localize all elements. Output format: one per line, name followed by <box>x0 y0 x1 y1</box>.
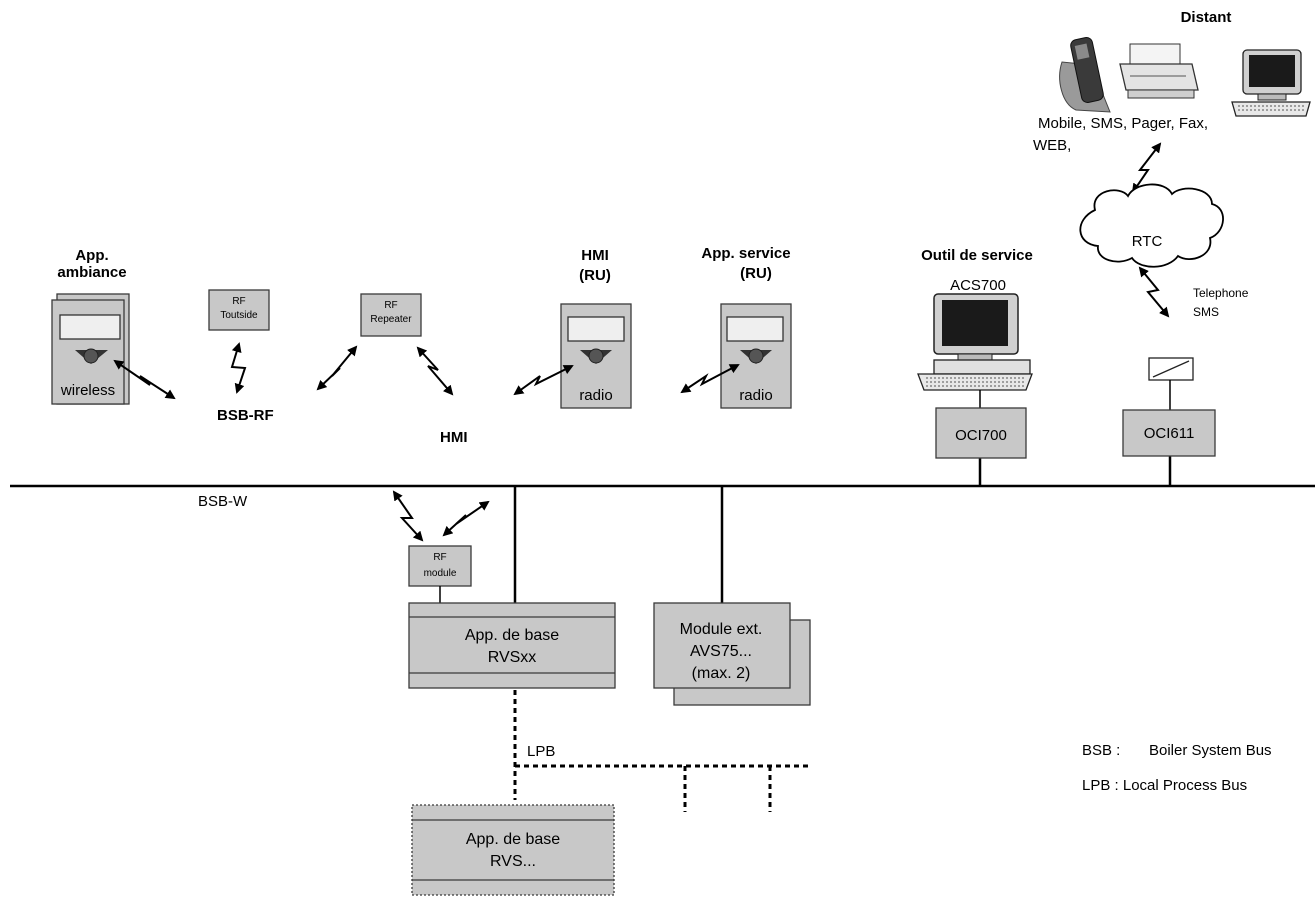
hmi-radio-label: radio <box>579 387 612 404</box>
outil-service-label: Outil de service <box>921 247 1033 264</box>
sms-label: SMS <box>1193 305 1219 319</box>
bsb-w-label: BSB-W <box>198 493 248 510</box>
service-radio-label: radio <box>739 387 772 404</box>
oci611-device: OCI611 <box>1122 357 1216 457</box>
legend-lpb: LPB : Local Process Bus <box>1082 777 1247 794</box>
hmi-ru-device: HMI (RU) radio <box>560 247 632 409</box>
svg-text:(max. 2): (max. 2) <box>692 665 751 682</box>
rf-repeater-device: RF Repeater <box>360 293 422 337</box>
module-ext-device: Module ext. AVS75... (max. 2) <box>653 602 811 706</box>
svg-text:App. service: App. service <box>701 245 790 262</box>
lpb-label: LPB <box>527 743 555 760</box>
svg-text:(RU): (RU) <box>740 265 772 282</box>
legend-bsb-abbr: BSB : <box>1082 742 1120 759</box>
fax-printer-icon <box>1119 43 1199 99</box>
cloud-icon <box>1079 183 1224 268</box>
svg-text:RF: RF <box>384 300 397 311</box>
svg-text:App. de base: App. de base <box>466 831 560 848</box>
svg-text:AVS75...: AVS75... <box>690 643 752 660</box>
wireless-link-icon <box>113 142 1170 542</box>
distant-label: Distant <box>1181 9 1232 26</box>
svg-text:(RU): (RU) <box>579 267 611 284</box>
remote-channels-label: Mobile, SMS, Pager, Fax, <box>1038 115 1208 132</box>
app-base-rvsxx-device: App. de base RVSxx <box>408 602 616 689</box>
svg-text:Toutside: Toutside <box>220 310 258 321</box>
lpb-bus-line <box>513 690 812 812</box>
remote-computer-icon <box>1231 49 1311 117</box>
mobile-phone-icon <box>1059 37 1111 113</box>
oci700-device: OCI700 <box>935 407 1027 459</box>
rf-module-device: RF module <box>408 545 472 603</box>
app-ambiance-device: App. ambiance wireless <box>51 247 130 405</box>
svg-text:Module ext.: Module ext. <box>680 621 763 638</box>
app-service-device: App. service (RU) radio <box>701 245 792 409</box>
wireless-label: wireless <box>60 382 115 399</box>
svg-text:RVSxx: RVSxx <box>488 649 537 666</box>
hmi-label: HMI <box>440 429 468 446</box>
computer-icon <box>917 293 1033 391</box>
rtc-label: RTC <box>1132 233 1163 250</box>
svg-text:RF: RF <box>433 552 446 563</box>
rf-toutside-device: RF Toutside <box>208 289 270 331</box>
svg-text:Repeater: Repeater <box>370 314 412 325</box>
svg-text:OCI611: OCI611 <box>1144 425 1195 442</box>
svg-text:HMI: HMI <box>581 247 609 264</box>
acs700-label: ACS700 <box>950 277 1006 294</box>
svg-text:ambiance: ambiance <box>57 264 126 281</box>
svg-text:App.: App. <box>75 247 108 264</box>
remote-channels-label-2: WEB, <box>1033 137 1071 154</box>
svg-text:App. de base: App. de base <box>465 627 559 644</box>
app-base-rvs-lpb-device: App. de base RVS... <box>411 804 615 896</box>
legend-bsb-text: Boiler System Bus <box>1149 742 1272 759</box>
svg-text:RVS...: RVS... <box>490 853 536 870</box>
svg-text:OCI700: OCI700 <box>955 427 1007 444</box>
bsb-rf-label: BSB-RF <box>217 407 274 424</box>
svg-text:RF: RF <box>232 296 245 307</box>
telephone-label: Telephone <box>1193 286 1249 300</box>
svg-text:module: module <box>424 568 457 579</box>
